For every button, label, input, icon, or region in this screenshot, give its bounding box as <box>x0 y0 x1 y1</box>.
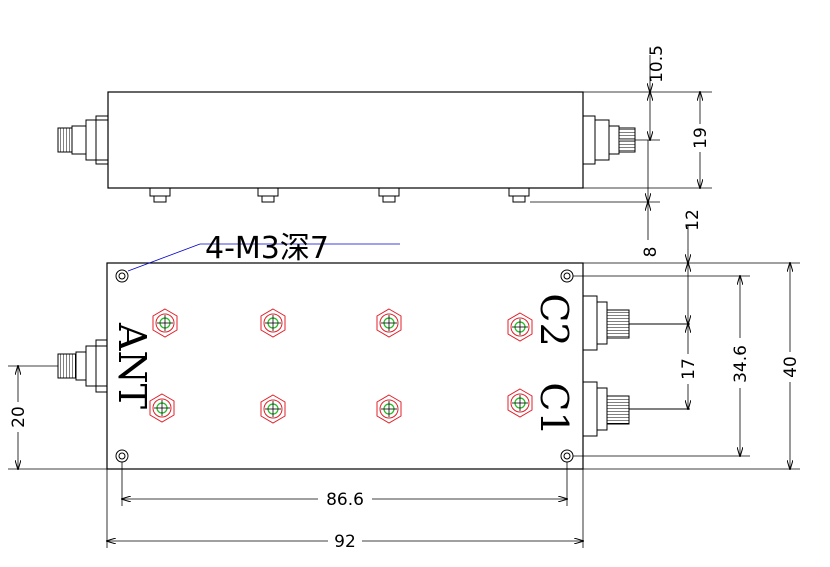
dim-40: 40 <box>780 263 801 469</box>
dim-92-label: 92 <box>334 532 356 552</box>
c2-connector <box>582 295 690 351</box>
side-screw <box>257 187 279 203</box>
dim-10-5: 10.5 <box>647 45 667 140</box>
side-view: 10.5 19 8 <box>57 45 712 257</box>
side-left-connector <box>57 115 109 165</box>
dim-19-label: 19 <box>691 127 711 149</box>
hole-spec-label: 4-M3深7 <box>205 231 329 266</box>
dim-92: 92 <box>107 531 583 552</box>
mounting-holes <box>115 269 574 463</box>
tuning-screw <box>260 394 286 424</box>
dim-34-6: 34.6 <box>730 276 751 456</box>
tuning-screw <box>149 393 175 423</box>
tuning-screw <box>260 308 286 338</box>
dim-86-6: 86.6 <box>122 489 567 510</box>
port-label-c2: C2 <box>532 293 576 346</box>
side-screws <box>149 187 530 203</box>
tuning-screw <box>152 308 178 338</box>
dim-8-label: 8 <box>641 247 661 258</box>
ant-connector <box>57 339 108 393</box>
plan-view-body <box>106 262 584 470</box>
tuning-screws <box>149 308 533 424</box>
side-screw <box>508 187 530 203</box>
tuning-screw <box>507 312 533 342</box>
dim-40-label: 40 <box>781 356 801 378</box>
c1-connector <box>582 381 690 437</box>
dim-20-label: 20 <box>9 406 29 428</box>
side-screw <box>149 187 171 203</box>
dim-17-label: 17 <box>679 358 699 380</box>
hole-callout: 4-M3深7 <box>127 231 400 272</box>
dim-34-6-label: 34.6 <box>731 345 751 383</box>
dim-20: 20 <box>8 366 29 469</box>
dim-86-6-label: 86.6 <box>326 490 364 510</box>
port-label-ant: ANT <box>110 322 154 409</box>
side-screw <box>378 187 400 203</box>
dim-8: 8 <box>641 140 661 257</box>
side-view-body <box>107 91 584 189</box>
dim-19: 19 <box>690 92 711 188</box>
dim-12-label: 12 <box>683 209 703 231</box>
dim-17: 17 <box>678 324 699 409</box>
dim-12: 12 <box>683 209 703 324</box>
dim-10-5-label: 10.5 <box>647 45 667 83</box>
tuning-screw <box>376 308 402 338</box>
tuning-screw <box>376 394 402 424</box>
mounting-hole <box>115 449 129 463</box>
mounting-hole <box>115 269 129 283</box>
tuning-screw <box>507 388 533 418</box>
mounting-hole <box>560 449 574 463</box>
plan-view: 4-M3深7 <box>8 209 801 552</box>
mounting-hole <box>560 269 574 283</box>
port-label-c1: C1 <box>532 382 576 435</box>
